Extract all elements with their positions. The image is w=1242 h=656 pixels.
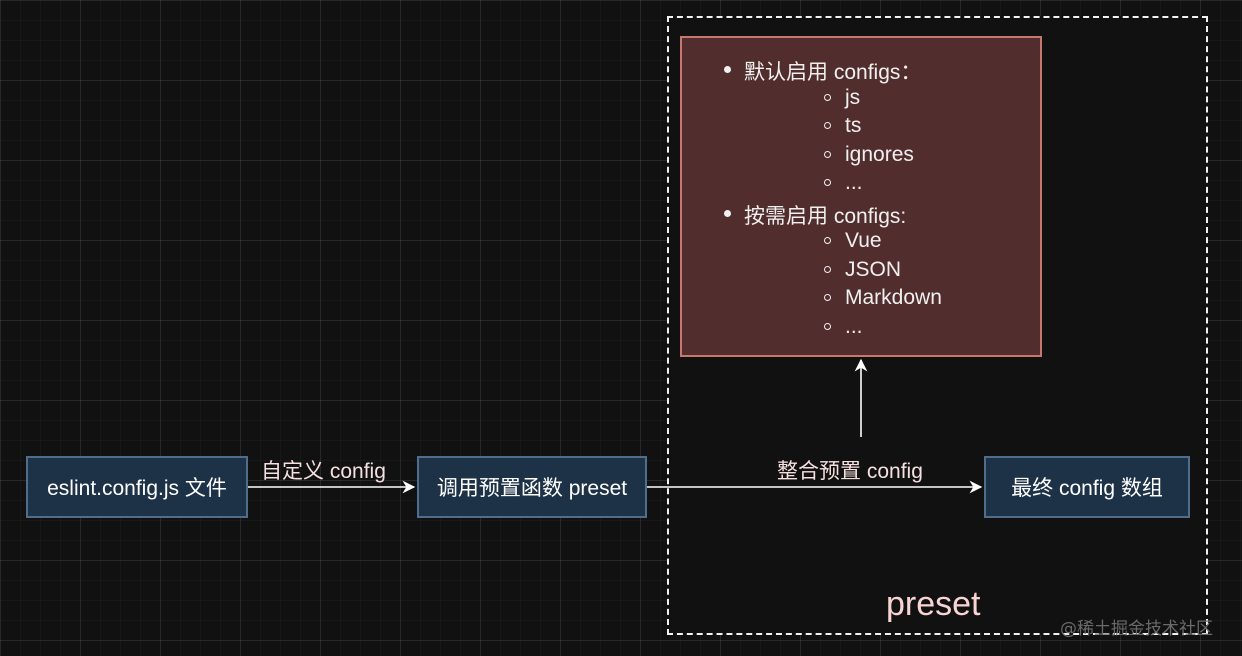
on-demand-config-item: Vue — [824, 229, 882, 252]
on-demand-config-item: ... — [824, 315, 863, 338]
node-final-config-array: 最终 config 数组 — [984, 456, 1190, 518]
on-demand-config-item: Markdown — [824, 286, 942, 309]
configs-box: 默认启用 configs： js ts ignores ... 按需启用 con… — [680, 36, 1042, 357]
default-config-item: js — [823, 86, 861, 109]
default-config-item: ts — [823, 114, 862, 137]
watermark: @稀土掘金技术社区 — [1060, 619, 1213, 639]
default-configs-heading: 默认启用 configs： — [723, 56, 921, 86]
node-eslint-config-file: eslint.config.js 文件 — [26, 456, 248, 518]
edge-label-custom-config: 自定义 config — [261, 460, 386, 483]
edge-label-merge-preset: 整合预置 config — [777, 460, 923, 483]
on-demand-config-item: JSON — [823, 258, 902, 281]
default-config-item: ignores — [824, 143, 914, 166]
on-demand-configs-heading: 按需启用 configs: — [723, 200, 906, 230]
node-call-preset: 调用预置函数 preset — [417, 456, 647, 518]
default-config-item: ... — [824, 171, 863, 194]
preset-label: preset — [886, 585, 981, 623]
